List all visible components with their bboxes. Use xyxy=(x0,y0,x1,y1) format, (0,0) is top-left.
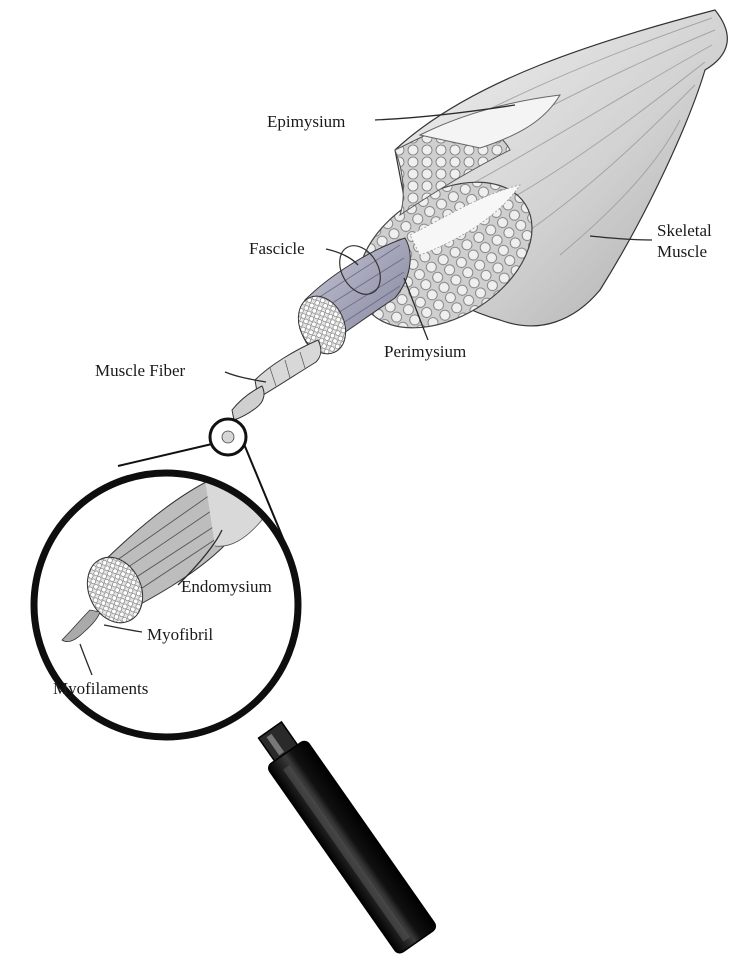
skeletal-muscle-illustration xyxy=(332,10,728,358)
label-endomysium: Endomysium xyxy=(181,577,272,596)
magnifier-handle xyxy=(250,716,437,955)
label-skeletal-muscle-line1: Skeletal xyxy=(657,221,712,240)
label-skeletal-muscle-line2: Muscle xyxy=(657,242,707,261)
label-myofibril: Myofibril xyxy=(147,625,213,644)
label-fascicle: Fascicle xyxy=(249,239,305,258)
label-muscle-fiber: Muscle Fiber xyxy=(95,361,186,380)
zoom-cone-line-left xyxy=(118,444,212,466)
label-myofilaments: Myofilaments xyxy=(53,679,148,698)
muscle-fiber-illustration xyxy=(232,340,321,420)
label-perimysium: Perimysium xyxy=(384,342,466,361)
label-epimysium: Epimysium xyxy=(267,112,345,131)
